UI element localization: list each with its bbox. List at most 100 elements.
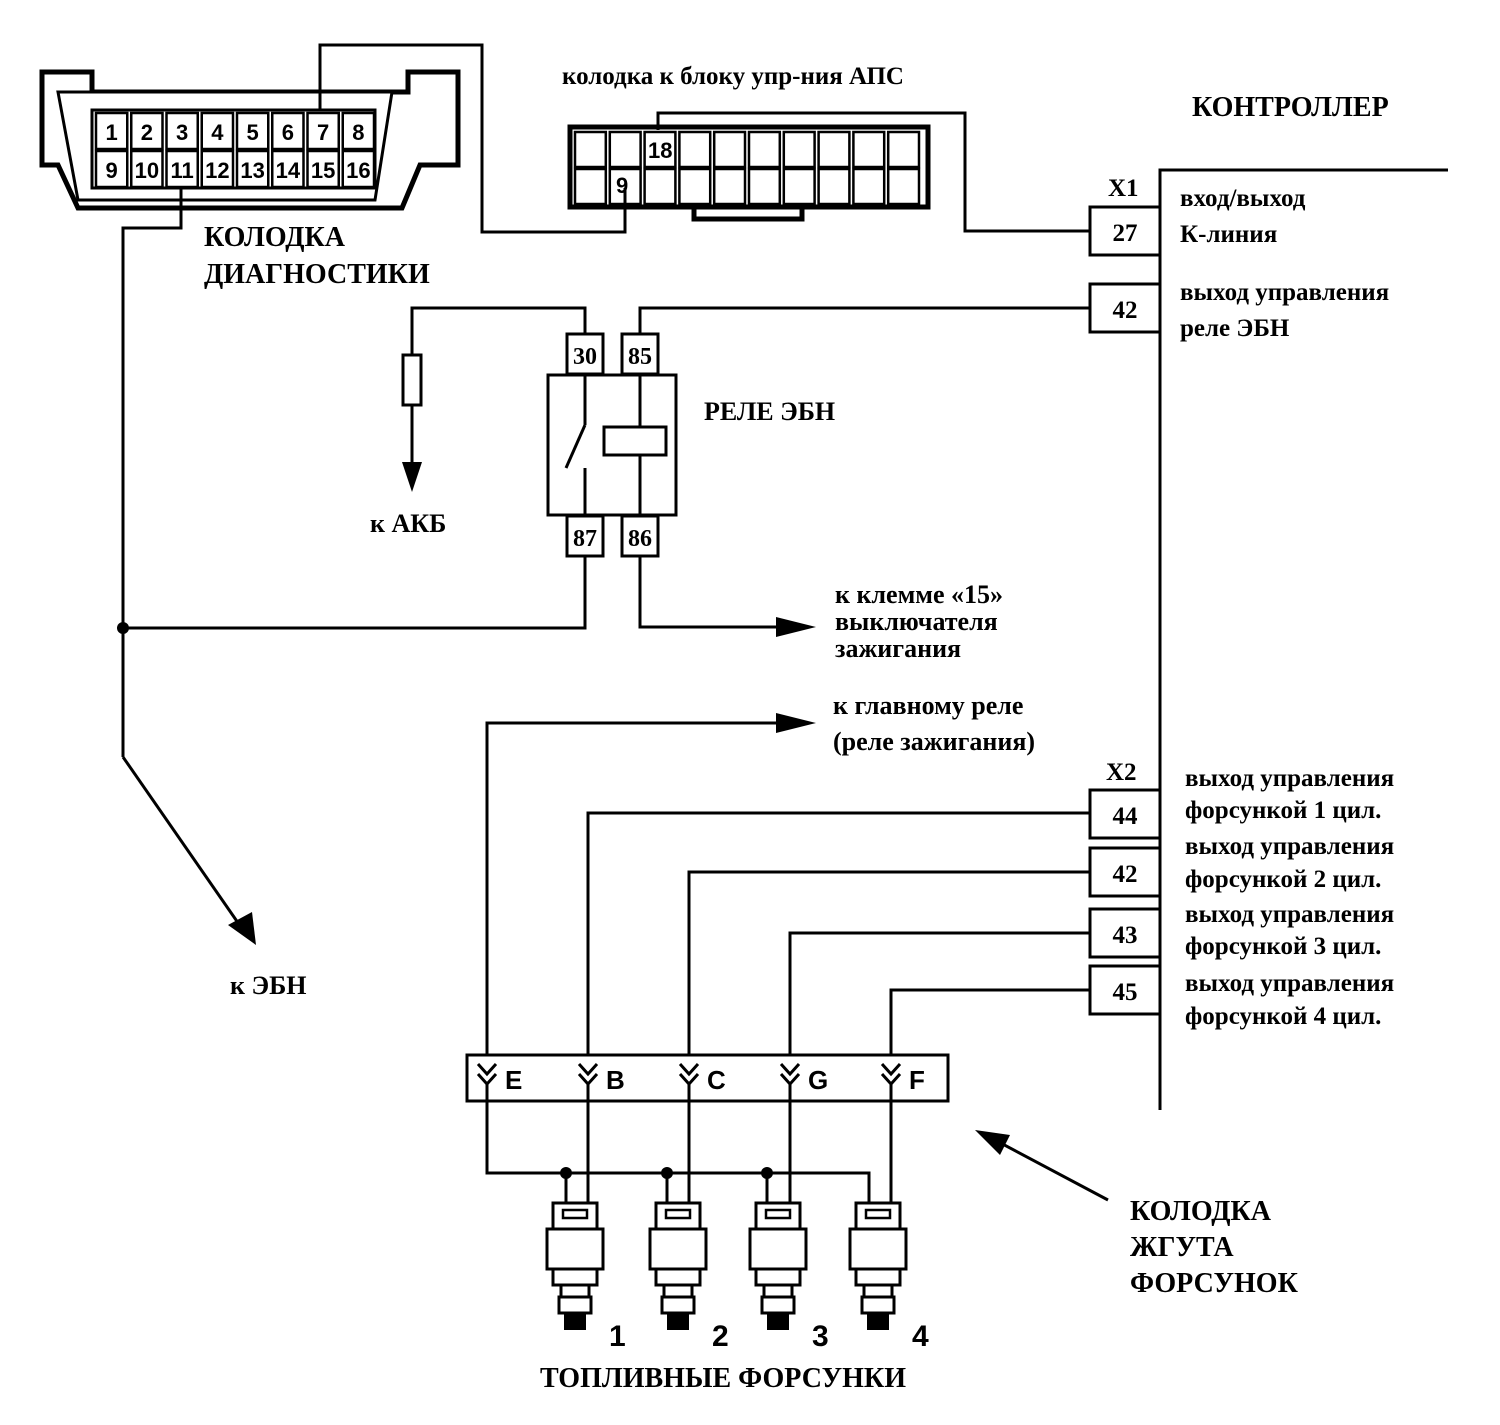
aps-cell	[782, 167, 816, 206]
diagnostic-pin-11	[165, 149, 199, 189]
svg-text:42: 42	[1113, 861, 1138, 888]
x2-pin-45-desc-1: выход управления	[1185, 970, 1394, 997]
aps-cell	[678, 167, 712, 206]
wire-x2-44-b	[586, 811, 1090, 1065]
x2-pin-42-desc-1: выход управления	[1185, 833, 1394, 860]
harness-label-1: КОЛОДКА	[1130, 1196, 1272, 1227]
injector-number-4: 4	[912, 1320, 929, 1353]
harness-pin-chevron	[880, 1062, 902, 1077]
battery-label: к АКБ	[370, 509, 446, 538]
aps-cell	[573, 130, 608, 169]
injector-number-3: 3	[812, 1320, 829, 1353]
relay-pin-86: 86	[620, 514, 660, 558]
x1-pin-27: 27	[1088, 205, 1162, 257]
diagnostic-pin-6	[271, 111, 305, 151]
harness-pin-chevron	[577, 1062, 599, 1077]
fuel-injector-4	[848, 1201, 908, 1330]
injector-number-2: 2	[712, 1320, 729, 1353]
x1-pin-42-desc-2: реле ЭБН	[1180, 315, 1290, 342]
junction-dot	[117, 622, 129, 634]
main-relay-label-1: к главному реле	[833, 691, 1023, 720]
aps-connector	[567, 124, 931, 222]
fuel-injector-3	[748, 1201, 808, 1330]
main-relay-label-2: (реле зажигания)	[833, 727, 1035, 756]
diagnostic-pin-14	[271, 149, 305, 189]
diagnostic-pin-4	[200, 111, 235, 151]
aps-pin-18: 18	[648, 138, 672, 163]
wire-x2-45-f	[889, 988, 1090, 1065]
diagnostic-pin-label: 1	[106, 120, 118, 145]
diagnostic-pin-label: 4	[211, 120, 224, 145]
aps-cell	[678, 130, 712, 169]
diagnostic-pin-9	[94, 149, 129, 189]
diagnostic-pin-16	[341, 149, 376, 189]
relay-label: РЕЛЕ ЭБН	[704, 397, 835, 426]
diagnostic-pin-8	[341, 111, 376, 151]
wire-relay87	[123, 556, 587, 630]
harness-pin-F: F	[909, 1065, 925, 1095]
diagnostic-pin-label: 14	[276, 158, 301, 183]
ignition-label-1: к клемме «15»	[835, 580, 1003, 609]
aps-cell	[817, 130, 851, 169]
diagnostic-pin-10	[130, 149, 164, 189]
x2-pin-42: 42	[1088, 846, 1162, 898]
x2-pin-45-desc-2: форсункой 4 цил.	[1185, 1003, 1381, 1030]
aps-cell	[712, 130, 747, 169]
svg-text:43: 43	[1113, 922, 1138, 949]
diagnostic-pin-13	[235, 149, 270, 189]
aps-cell	[886, 167, 921, 206]
aps-cell	[817, 167, 851, 206]
diagnostic-pin-label: 15	[311, 158, 335, 183]
harness-label-2: ЖГУТА	[1130, 1232, 1234, 1263]
relay-ebn	[546, 373, 678, 517]
wire-x2-42-c	[687, 870, 1090, 1065]
arrow-head-main-relay	[776, 713, 816, 733]
aps-cell	[573, 167, 608, 206]
x2-pin-45: 45	[1088, 964, 1162, 1016]
diagnostic-connector-label-1: КОЛОДКА	[204, 222, 346, 253]
diagnostic-pin-label: 2	[141, 120, 153, 145]
diagnostic-pin-label: 10	[135, 158, 159, 183]
x2-pin-44: 44	[1088, 788, 1162, 840]
aps-cell	[643, 130, 677, 169]
controller-bus	[1158, 168, 1448, 1110]
aps-cell	[643, 167, 677, 206]
svg-text:27: 27	[1113, 220, 1138, 247]
x1-pin-27-desc-2: К-линия	[1180, 221, 1277, 248]
aps-cell	[608, 130, 642, 169]
diagnostic-pin-1	[94, 111, 129, 151]
arrow-head-ignition	[776, 617, 816, 637]
injectors-title: ТОПЛИВНЫЕ ФОРСУНКИ	[540, 1363, 906, 1394]
injector-harness-connector	[465, 1053, 950, 1103]
relay-pin-85: 85	[620, 332, 660, 376]
wire-diag11-ebn	[121, 188, 183, 757]
diagnostic-pin-label: 8	[352, 120, 364, 145]
aps-cell	[852, 130, 886, 169]
injector-number-1: 1	[609, 1320, 626, 1353]
aps-cell	[852, 167, 886, 206]
fuse	[401, 353, 423, 407]
diagnostic-pin-label: 5	[247, 120, 259, 145]
arrow-head-battery	[402, 462, 422, 492]
harness-pin-B: B	[606, 1065, 625, 1095]
diagnostic-connector-label-2: ДИАГНОСТИКИ	[204, 259, 430, 290]
wire-diag7-aps9	[318, 43, 627, 234]
diagnostic-pin-label: 3	[176, 120, 188, 145]
x1-pin-42: 42	[1088, 282, 1162, 334]
arrow-head-ebn	[228, 912, 256, 945]
svg-text:85: 85	[628, 344, 652, 370]
x2-pin-43-desc-2: форсункой 3 цил.	[1185, 933, 1381, 960]
ignition-label-3: зажигания	[835, 634, 961, 663]
svg-text:45: 45	[1113, 979, 1138, 1006]
x1-pin-42-desc-1: выход управления	[1180, 279, 1389, 306]
x2-pin-43-desc-1: выход управления	[1185, 901, 1394, 928]
svg-text:86: 86	[628, 526, 652, 552]
aps-cell	[747, 130, 782, 169]
svg-text:42: 42	[1113, 297, 1138, 324]
harness-pin-chevron	[678, 1062, 700, 1077]
diagnostic-pin-3	[165, 111, 199, 151]
harness-pin-chevron	[779, 1062, 801, 1077]
relay-pin-30: 30	[565, 332, 605, 376]
controller-title: КОНТРОЛЛЕР	[1192, 92, 1389, 123]
